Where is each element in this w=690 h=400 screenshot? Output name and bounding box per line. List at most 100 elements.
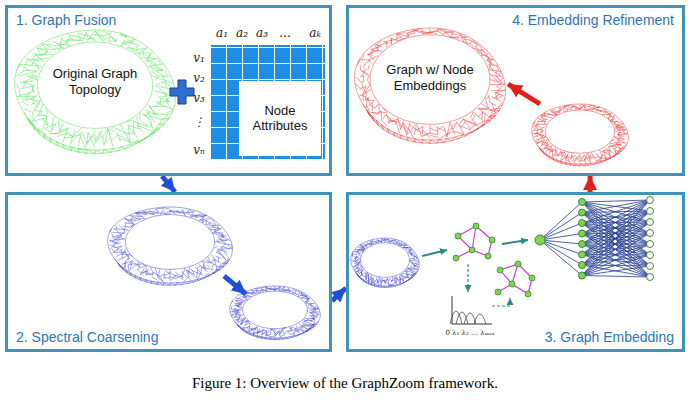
mesh-stroke xyxy=(305,318,314,319)
mesh-stroke xyxy=(490,83,505,85)
mesh-stroke xyxy=(496,83,502,87)
mesh-stroke xyxy=(375,285,379,287)
mesh-stroke xyxy=(430,29,438,33)
mesh-stroke xyxy=(125,144,130,148)
mesh-stroke xyxy=(409,124,415,129)
mesh-stroke xyxy=(160,268,165,270)
mesh-stroke xyxy=(95,128,101,129)
mesh-stroke xyxy=(461,34,464,40)
mesh-stroke xyxy=(186,210,189,214)
mesh-stroke xyxy=(385,238,389,239)
mesh-stroke xyxy=(140,268,144,275)
mesh-stroke xyxy=(208,254,210,257)
mesh-stroke xyxy=(195,267,202,274)
mesh-stroke xyxy=(207,265,210,267)
mesh-stroke xyxy=(132,264,136,268)
mesh-stroke xyxy=(32,86,33,91)
mesh-stroke xyxy=(280,338,284,339)
mesh-stroke xyxy=(385,277,388,278)
mesh-stroke xyxy=(374,241,376,243)
mesh-stroke xyxy=(385,278,388,283)
mesh-stroke xyxy=(361,71,367,75)
mesh-stroke xyxy=(202,220,207,222)
mesh-stroke xyxy=(310,315,314,316)
mesh-stroke xyxy=(393,281,396,285)
mesh-stroke xyxy=(212,225,219,227)
mesh-stroke xyxy=(151,267,156,268)
mesh-stroke xyxy=(383,108,388,112)
mesh-stroke xyxy=(149,210,154,216)
mesh-stroke xyxy=(477,103,481,107)
mesh-stroke xyxy=(404,120,410,122)
mesh-stroke xyxy=(475,46,478,47)
mesh-stroke xyxy=(213,270,221,274)
mesh-stroke xyxy=(397,119,400,129)
mesh-stroke xyxy=(165,82,167,88)
mesh-stroke xyxy=(298,294,303,296)
mesh-stroke xyxy=(214,230,215,233)
mesh-stroke xyxy=(485,96,489,100)
mesh-stroke xyxy=(373,278,374,284)
mesh-stroke xyxy=(258,293,261,294)
mesh-stroke xyxy=(231,241,232,245)
mesh-stroke xyxy=(158,274,165,277)
mesh-stroke xyxy=(270,329,272,334)
mesh-stroke xyxy=(200,219,204,221)
mesh-stroke xyxy=(362,71,368,75)
mesh-stroke xyxy=(262,330,264,334)
mesh-stroke xyxy=(150,267,153,273)
mesh-stroke xyxy=(43,104,46,108)
mesh-stroke xyxy=(385,285,389,286)
mesh-stroke xyxy=(127,255,129,258)
mesh-stroke xyxy=(360,243,363,245)
mesh-stroke xyxy=(430,140,431,143)
mesh-stroke xyxy=(362,95,368,98)
mesh-stroke xyxy=(445,31,453,32)
mesh-stroke xyxy=(294,293,297,295)
mesh-stroke xyxy=(268,328,272,329)
mesh-stroke xyxy=(300,333,303,335)
mesh-stroke xyxy=(356,90,358,96)
mesh-stroke xyxy=(236,298,241,300)
mesh-stroke xyxy=(377,276,380,278)
mesh-stroke xyxy=(423,33,430,34)
mesh-stroke xyxy=(87,34,95,41)
mesh-stroke xyxy=(452,33,461,34)
mesh-stroke xyxy=(255,287,260,288)
mesh-stroke xyxy=(496,65,499,71)
mesh-stroke xyxy=(211,218,215,221)
mesh-stroke xyxy=(115,233,125,236)
mesh-stroke xyxy=(362,65,367,70)
mesh-stroke xyxy=(360,264,361,266)
mesh-stroke xyxy=(489,80,490,85)
mesh-stroke xyxy=(452,137,455,141)
mesh-stroke xyxy=(375,45,381,46)
mesh-stroke xyxy=(125,133,135,134)
mesh-stroke xyxy=(142,113,151,120)
mesh-stroke xyxy=(50,55,54,59)
mesh-stroke xyxy=(410,254,413,255)
mesh-stroke xyxy=(371,112,379,114)
mesh-stroke xyxy=(129,127,137,137)
mesh-stroke xyxy=(242,312,244,314)
mesh-stroke xyxy=(108,43,114,44)
mesh-stroke xyxy=(353,262,360,267)
mesh-stroke xyxy=(153,114,169,115)
mesh-stroke xyxy=(284,338,288,340)
mesh-stroke xyxy=(388,239,389,241)
mesh-stroke xyxy=(95,34,103,36)
mesh-stroke xyxy=(385,239,388,240)
mesh-stroke xyxy=(372,244,374,246)
mesh-stroke xyxy=(358,247,364,248)
mesh-stroke xyxy=(155,267,160,269)
mesh-stroke xyxy=(149,71,151,76)
mesh-stroke xyxy=(38,76,39,81)
mesh-stroke xyxy=(369,56,378,60)
mesh-stroke xyxy=(35,54,44,62)
mesh-stroke xyxy=(486,116,490,121)
mesh-stroke xyxy=(121,40,125,45)
mesh-stroke xyxy=(191,215,198,216)
mesh-stroke xyxy=(355,258,357,259)
mesh-stroke xyxy=(176,275,183,279)
mesh-stroke xyxy=(397,242,399,244)
